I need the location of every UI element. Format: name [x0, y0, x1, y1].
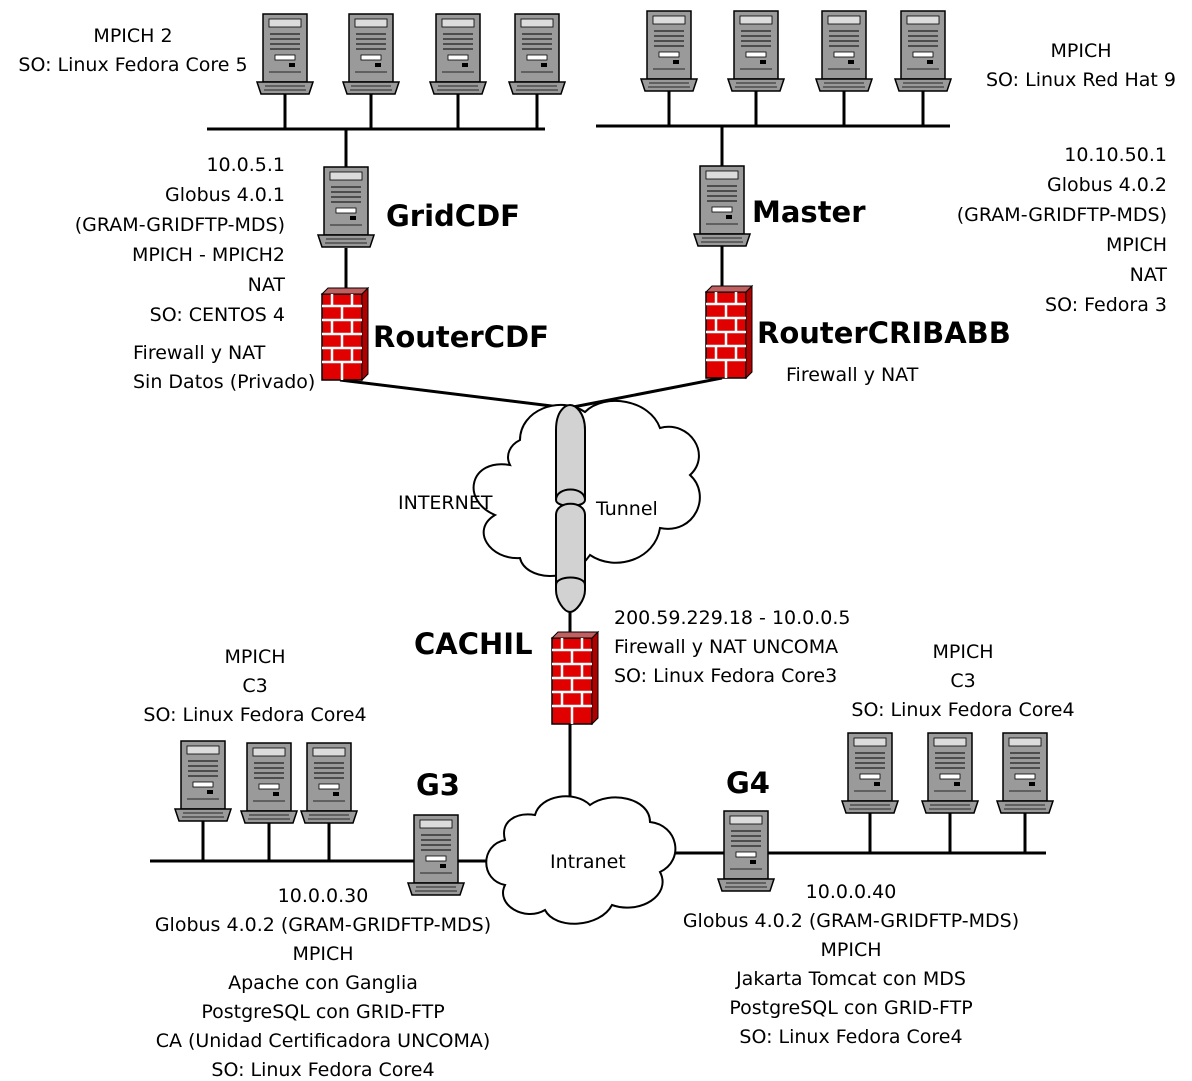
cachil-info-line: Firewall y NAT UNCOMA — [614, 636, 838, 658]
cluster-drop-lines — [201, 91, 1027, 861]
tunnel-icon — [555, 403, 586, 614]
g4-cluster-line: C3 — [950, 670, 975, 692]
cachil-firewall-icon — [550, 630, 600, 726]
node-label-cachil: CACHIL — [414, 627, 533, 661]
g4-cluster-server-icon — [921, 732, 979, 814]
master-cluster-server-icon — [727, 10, 785, 92]
gridcdf-info-line: MPICH - MPICH2 — [132, 244, 285, 266]
g3-info-line: Globus 4.0.2 (GRAM-GRIDFTP-MDS) — [155, 914, 491, 936]
router-cdf-info-line: Firewall y NAT — [133, 342, 266, 364]
g4-info-line: 10.0.0.40 — [806, 881, 897, 903]
gridcdf-info-line: NAT — [248, 274, 286, 296]
cachil-info-line: SO: Linux Fedora Core3 — [614, 665, 837, 687]
master-info-line: MPICH — [1106, 234, 1167, 256]
g4-cluster-server-icon — [996, 732, 1054, 814]
node-label-router-cribabb: RouterCRIBABB — [757, 316, 1011, 350]
g4-info-line: SO: Linux Fedora Core4 — [739, 1026, 962, 1048]
cdf-cluster-line: MPICH 2 — [93, 25, 172, 47]
node-label-g4: G4 — [726, 766, 770, 800]
internet-cloud-icon — [472, 399, 701, 577]
cdf-cluster-server-icon — [508, 13, 566, 95]
master-cluster-server-icon — [815, 10, 873, 92]
cachil-info-line: 200.59.229.18 - 10.0.0.5 — [614, 607, 851, 629]
router-cribabb-firewall-icon — [704, 284, 754, 380]
g3-cluster-server-icon — [300, 742, 358, 824]
intranet-cloud-icon — [485, 795, 677, 925]
gridcdf-server-icon — [317, 166, 375, 248]
router-cribabb-info-line: Firewall y NAT — [786, 364, 919, 386]
g4-info-line: PostgreSQL con GRID-FTP — [729, 997, 972, 1019]
g4-server-icon — [717, 810, 775, 892]
g3-cluster-line: C3 — [242, 675, 267, 697]
g3-cluster-line: MPICH — [224, 646, 285, 668]
g3-info-line: MPICH — [292, 943, 353, 965]
g3-cluster-line: SO: Linux Fedora Core4 — [143, 704, 366, 726]
g3-info-line: SO: Linux Fedora Core4 — [211, 1059, 434, 1081]
g3-info-line: CA (Unidad Certificadora UNCOMA) — [156, 1030, 491, 1052]
g3-info-line: Apache con Ganglia — [228, 972, 418, 994]
cdf-cluster-info: MPICH 2 SO: Linux Fedora Core 5 — [18, 25, 247, 76]
cloud-label-tunnel: Tunnel — [595, 498, 658, 520]
master-info-line: (GRAM-GRIDFTP-MDS) — [957, 204, 1167, 226]
cdf-cluster-server-icon — [342, 13, 400, 95]
router-cdf-firewall-icon — [320, 286, 370, 382]
node-label-g3: G3 — [416, 768, 460, 802]
g3-cluster-server-icon — [240, 742, 298, 824]
master-cluster-server-icon — [894, 10, 952, 92]
gridcdf-info-line: Globus 4.0.1 — [165, 184, 285, 206]
master-cluster-line: SO: Linux Red Hat 9 — [986, 69, 1176, 91]
g4-cluster-line: SO: Linux Fedora Core4 — [851, 699, 1074, 721]
master-info-line: Globus 4.0.2 — [1047, 174, 1167, 196]
g4-info-line: Jakarta Tomcat con MDS — [735, 968, 966, 990]
master-cluster-info: MPICH SO: Linux Red Hat 9 — [986, 40, 1176, 91]
master-info-line: SO: Fedora 3 — [1045, 294, 1167, 316]
router-cdf-info-line: Sin Datos (Privado) — [133, 371, 315, 393]
g3-info-line: PostgreSQL con GRID-FTP — [201, 1001, 444, 1023]
master-info-line: NAT — [1130, 264, 1168, 286]
router-cribabb-info: Firewall y NAT — [786, 364, 919, 386]
gridcdf-info-line: (GRAM-GRIDFTP-MDS) — [75, 214, 285, 236]
cdf-cluster-line: SO: Linux Fedora Core 5 — [18, 54, 247, 76]
node-label-router-cdf: RouterCDF — [373, 320, 549, 354]
g4-info-line: MPICH — [820, 939, 881, 961]
master-server-icon — [693, 165, 751, 247]
g4-cluster-server-icon — [841, 732, 899, 814]
g3-server-icon — [407, 814, 465, 896]
g3-info-line: 10.0.0.30 — [278, 885, 369, 907]
master-info-line: 10.10.50.1 — [1064, 144, 1167, 166]
gridcdf-info-line: 10.0.5.1 — [206, 154, 285, 176]
master-cluster-server-icon — [640, 10, 698, 92]
g4-cluster-line: MPICH — [932, 641, 993, 663]
gridcdf-info-line: SO: CENTOS 4 — [150, 304, 285, 326]
g3-cluster-server-icon — [174, 740, 232, 822]
cloud-label-internet: INTERNET — [398, 492, 493, 514]
node-label-gridcdf: GridCDF — [386, 199, 520, 233]
cdf-cluster-server-icon — [429, 13, 487, 95]
cloud-label-intranet: Intranet — [550, 851, 626, 873]
g4-info-line: Globus 4.0.2 (GRAM-GRIDFTP-MDS) — [683, 910, 1019, 932]
master-cluster-line: MPICH — [1050, 40, 1111, 62]
cdf-cluster-server-icon — [256, 13, 314, 95]
router-cdf-info: Firewall y NAT Sin Datos (Privado) — [133, 342, 315, 393]
node-label-master: Master — [752, 195, 866, 229]
